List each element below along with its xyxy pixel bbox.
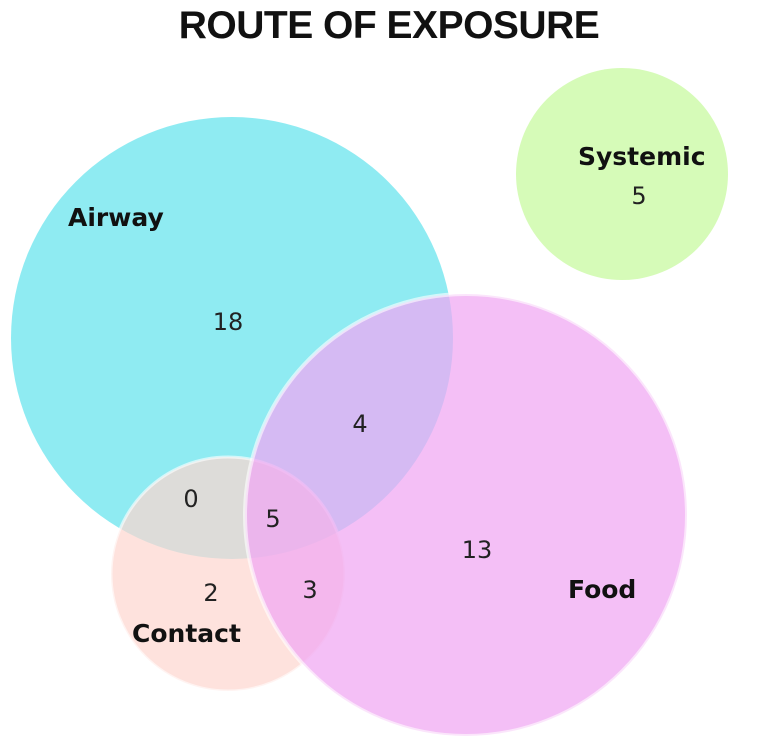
food-label: Food bbox=[568, 575, 636, 604]
food-contact-count: 3 bbox=[302, 576, 317, 604]
airway-food-count: 4 bbox=[352, 410, 367, 438]
airway-contact-count: 0 bbox=[183, 485, 198, 513]
systemic-only-count: 5 bbox=[631, 182, 646, 210]
airway-label: Airway bbox=[68, 203, 164, 232]
food-circle bbox=[243, 292, 689, 738]
airway-only-count: 18 bbox=[213, 308, 244, 336]
airway-food-contact-count: 5 bbox=[265, 505, 280, 533]
contact-only-count: 2 bbox=[203, 579, 218, 607]
systemic-circle bbox=[516, 68, 728, 280]
diagram-title: ROUTE OF EXPOSURE bbox=[178, 4, 600, 47]
systemic-label: Systemic bbox=[578, 142, 706, 171]
contact-label: Contact bbox=[132, 619, 241, 648]
food-only-count: 13 bbox=[462, 536, 493, 564]
